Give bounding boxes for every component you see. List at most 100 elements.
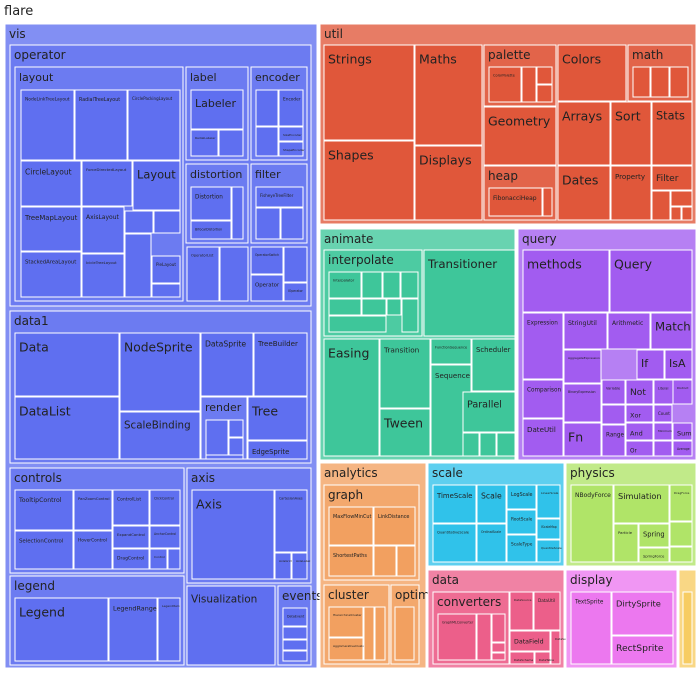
treemap-cell-query-And — [625, 422, 654, 441]
treemap-label-vis-operator-layout-CircleLayout: CircleLayout — [25, 168, 72, 177]
treemap-cell-scale-QuantileScale — [536, 539, 561, 563]
treemap-cell-vis-operator-layout-NodeLinkTreeLayout — [20, 89, 75, 161]
treemap-cell-vis-operator-layout-PieLayout — [151, 255, 181, 284]
treemap-label-vis-controls-TooltipControl: TooltipControl — [18, 497, 62, 504]
treemap-cell-data-DataTable — [534, 651, 551, 665]
treemap-cell-animate-interpolate-i7 — [386, 298, 402, 316]
treemap-cell-physics-DragForce — [669, 484, 693, 522]
treemap-cell-query-Xor — [625, 404, 654, 423]
treemap-label-query-Fn: Fn — [568, 430, 583, 445]
treemap-label-vis-legend-LegendItem: LegendItem — [162, 604, 180, 608]
treemap-cell-vis-operator-layout-TreeMapLayout — [20, 206, 82, 252]
treemap-cell-util-IEvaluable — [670, 190, 693, 207]
treemap-cell-util-palette-Palette — [521, 66, 537, 103]
treemap-cell-analytics-graph-LinkDistance — [373, 506, 416, 546]
treemap-label-animate-Scheduler: Scheduler — [476, 346, 511, 354]
treemap-cell-display-RectSprite — [611, 635, 674, 665]
treemap-label-vis-data1-render: render — [205, 401, 242, 414]
treemap-label-data-DataField: DataField — [514, 638, 544, 645]
treemap-cell-vis-operator-layout-IndentedTreeLayout — [151, 283, 181, 298]
treemap-label-animate-Tween: Tween — [383, 416, 423, 431]
treemap-label-vis-controls-ControlList: ControlList — [117, 497, 141, 503]
treemap-label-vis-axis-AxisLabel: AxisLabel — [296, 559, 310, 563]
treemap-label-vis-controls-ClickControl: ClickControl — [154, 496, 174, 500]
treemap-cell-vis-operator-encoder-ColorEncoder — [255, 126, 279, 157]
treemap-cell-vis-operator-encoder-Encoder — [278, 89, 304, 127]
treemap-cell-data-DataField — [509, 630, 551, 652]
treemap-label-analytics-cluster-HierarchicalCluster: HierarchicalCluster — [333, 613, 362, 617]
treemap-cell-vis-operator-label-RadialLabeler — [190, 129, 219, 157]
treemap-cell-data-DataUtil — [533, 591, 561, 631]
treemap-cell-vis-operator-encoder-ShapeEncoder — [278, 141, 304, 157]
treemap-label-animate-FunctionSequence: FunctionSequence — [435, 346, 467, 350]
treemap-label-animate-Transition: Transition — [383, 345, 419, 354]
treemap-label-animate: animate — [324, 232, 373, 246]
treemap-label-query-BinaryExpression: BinaryExpression — [568, 390, 596, 394]
treemap-cell-vis-Visualization — [186, 585, 276, 666]
treemap-cell-scale-TimeScale — [432, 484, 477, 524]
treemap-label-vis-controls-ExpandControl: ExpandControl — [117, 532, 145, 537]
treemap-label-util-Dates: Dates — [562, 173, 598, 188]
treemap-label-vis-controls-SelectionControl: SelectionControl — [19, 538, 63, 544]
treemap-cell-vis-operator-SortOperator — [283, 246, 308, 283]
treemap-cell-data-converters-Converters — [491, 642, 506, 653]
treemap-cell-vis-operator-layout-RadialTreeLayout — [74, 89, 128, 161]
treemap-cell-query-Range — [601, 424, 626, 457]
treemap-label-physics-NBodyForce: NBodyForce — [575, 492, 611, 499]
treemap-label-query-methods: methods — [527, 257, 582, 272]
treemap-label-vis: vis — [9, 27, 26, 41]
treemap-cell-analytics-optimization-AspectRatioBanker — [394, 606, 415, 661]
treemap-label-vis-operator-distortion: distortion — [190, 168, 242, 181]
treemap-root-label: flare — [4, 4, 33, 19]
treemap-cell-util-Shapes — [323, 140, 415, 221]
treemap-label-vis-legend-LegendRange: LegendRange — [113, 604, 157, 612]
treemap-label-vis-operator-encoder-ShapeEncoder: ShapeEncoder — [283, 148, 305, 152]
treemap-cell-animate-Parallel — [462, 391, 516, 433]
treemap-label-vis-operator: operator — [14, 48, 66, 62]
treemap-cell-display-TextSprite — [570, 591, 612, 665]
treemap-cell-scale-IScaleMap — [536, 518, 561, 540]
treemap-cell-animate-Transitioner — [423, 249, 516, 337]
treemap-cell-util-Dates — [557, 165, 611, 221]
treemap-cell-query-Average — [672, 440, 693, 457]
treemap-cell-util-math-IMatrix — [669, 66, 689, 98]
treemap-label-data-DataSet: DataSet — [555, 637, 568, 641]
treemap-cell-data-converters-IDataConverter — [491, 652, 506, 661]
treemap-label-analytics-graph-MaxFlowMinCut: MaxFlowMinCut — [333, 514, 371, 520]
treemap-cell-util-Geometry — [483, 106, 557, 166]
treemap-cell-animate-interpolate-i9 — [328, 315, 387, 333]
treemap-label-scale-LinearScale: LinearScale — [541, 491, 559, 495]
treemap-cell-vis-operator-layout-BundledEdgeRouter — [124, 210, 154, 234]
treemap-label-vis-operator-layout-PieLayout: PieLayout — [156, 262, 176, 267]
treemap-cell-vis-operator-layout-Layout — [132, 160, 181, 211]
treemap-label-vis-data1-ScaleBinding: ScaleBinding — [124, 419, 191, 431]
treemap-label-analytics-graph-ShortestPaths: ShortestPaths — [333, 553, 367, 559]
treemap-cell-vis-axis-AxisGridLine — [274, 552, 292, 580]
treemap-cell-vis-operator-layout-RandomLayout — [153, 210, 181, 234]
treemap-label-vis-operator-OperatorSwitch: OperatorSwitch — [255, 253, 279, 257]
treemap-cell-vis-operator-layout-CircleLayout — [20, 160, 82, 207]
treemap-cell-util-IValueProxy — [681, 206, 693, 221]
treemap-label-vis-operator-layout-RadialTreeLayout: RadialTreeLayout — [79, 97, 120, 103]
treemap-cell-vis-operator-filter-GraphDistanceFilter — [255, 207, 281, 240]
treemap-cell-query-Literal — [653, 379, 675, 405]
treemap-cell-query-Query — [609, 249, 693, 313]
treemap-cell-scale-Scale — [476, 484, 507, 524]
treemap-cell-query-Sum — [672, 422, 693, 441]
treemap-label-vis-operator-encoder-Encoder: Encoder — [283, 96, 301, 102]
treemap-label-query-Comparison: Comparison — [527, 388, 561, 394]
treemap-cell-query-DateUtil — [522, 418, 564, 457]
treemap-cell-scale-LogScale — [506, 484, 537, 510]
treemap-cell-animate-interpolate-Interpolator — [328, 271, 362, 299]
treemap-cell-data-DataSet — [550, 630, 561, 665]
treemap-label-util-Maths: Maths — [419, 52, 457, 67]
treemap-cell-query-IsA — [664, 349, 693, 380]
treemap-cell-query-Variance — [601, 404, 626, 425]
treemap-cell-query-AggregateExpression — [563, 349, 602, 384]
treemap-label-query-IsA: IsA — [669, 357, 686, 370]
treemap-label-query-Or: Or — [630, 449, 637, 455]
treemap-cell-scale-RootScale — [506, 509, 537, 535]
treemap-label-query-And: And — [630, 429, 643, 437]
treemap-label-scale: scale — [432, 466, 463, 480]
treemap-cell-vis-operator-OperatorSwitch — [250, 246, 284, 275]
